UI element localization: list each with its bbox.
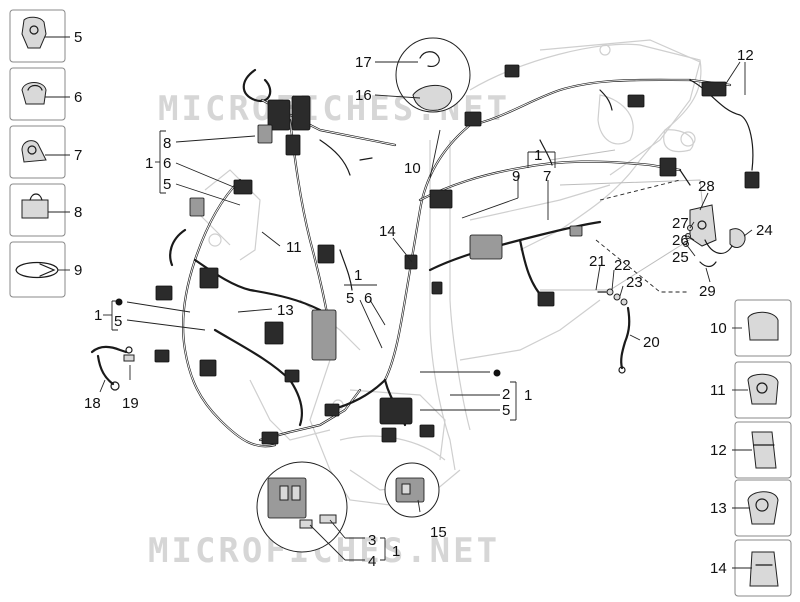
callout-6-a: 6 (163, 155, 171, 172)
callout-1-e: 1 (524, 387, 532, 404)
callout-1-f: 1 (392, 543, 400, 560)
left-panel-label-8: 8 (74, 204, 82, 221)
bullet-dot-right (493, 369, 501, 377)
callout-4: 4 (368, 553, 376, 570)
callout-26: 26 (672, 232, 689, 249)
callout-6-b: 6 (364, 290, 372, 307)
callout-22: 22 (614, 257, 631, 274)
callout-24: 24 (756, 222, 773, 239)
right-panel-label-13: 13 (710, 500, 727, 517)
callout-28: 28 (698, 178, 715, 195)
callout-15: 15 (430, 524, 447, 541)
callout-8: 8 (163, 135, 171, 152)
bullet-dot-left (115, 298, 123, 306)
callout-17: 17 (355, 54, 372, 71)
callout-5-a: 5 (163, 176, 171, 193)
callout-1-b: 1 (94, 307, 102, 324)
detail-circle-top (395, 37, 471, 113)
callout-13: 13 (277, 302, 294, 319)
callout-27: 27 (672, 215, 689, 232)
detail-circle-fuse (256, 461, 348, 553)
callout-5-c: 5 (346, 290, 354, 307)
right-parts-panel: 10 11 12 13 14 (710, 299, 792, 597)
harness-connectors (154, 64, 760, 445)
callout-7: 7 (543, 168, 551, 185)
callout-20: 20 (643, 334, 660, 351)
callout-12: 12 (737, 47, 754, 64)
callout-11: 11 (286, 239, 302, 256)
detail-circle-clip (384, 462, 440, 518)
callout-9: 9 (512, 168, 520, 185)
rear-wiring-harness (328, 78, 754, 427)
loose-parts (90, 179, 746, 391)
left-panel-label-5: 5 (74, 29, 82, 46)
callout-1-c: 1 (534, 147, 542, 164)
callout-19: 19 (122, 395, 139, 412)
left-panel-label-7: 7 (74, 147, 82, 164)
left-parts-panel: 5 6 7 8 9 (9, 9, 82, 298)
callout-2: 2 (502, 386, 510, 403)
scooter-frame-outline (199, 39, 706, 506)
right-panel-label-11: 11 (710, 382, 726, 399)
callout-16: 16 (355, 87, 372, 104)
left-panel-label-9: 9 (74, 262, 82, 279)
callout-18: 18 (84, 395, 101, 412)
right-panel-label-12: 12 (710, 442, 727, 459)
right-panel-label-14: 14 (710, 560, 727, 577)
callout-25: 25 (672, 249, 689, 266)
left-panel-label-6: 6 (74, 89, 82, 106)
callout-leader-lines (99, 61, 753, 561)
callout-5-b: 5 (114, 313, 122, 330)
callout-3: 3 (368, 532, 376, 549)
callout-21: 21 (589, 253, 606, 270)
callout-1-a: 1 (145, 155, 153, 172)
callout-numbers: 8 1 6 5 11 13 1 5 18 19 17 16 10 1 9 7 1… (84, 47, 773, 570)
right-panel-label-10: 10 (710, 320, 727, 337)
callout-23: 23 (626, 274, 643, 291)
callout-14: 14 (379, 223, 396, 240)
callout-29: 29 (699, 283, 716, 300)
callout-10: 10 (404, 160, 421, 177)
callout-5-d: 5 (502, 402, 510, 419)
callout-1-d: 1 (354, 267, 362, 284)
